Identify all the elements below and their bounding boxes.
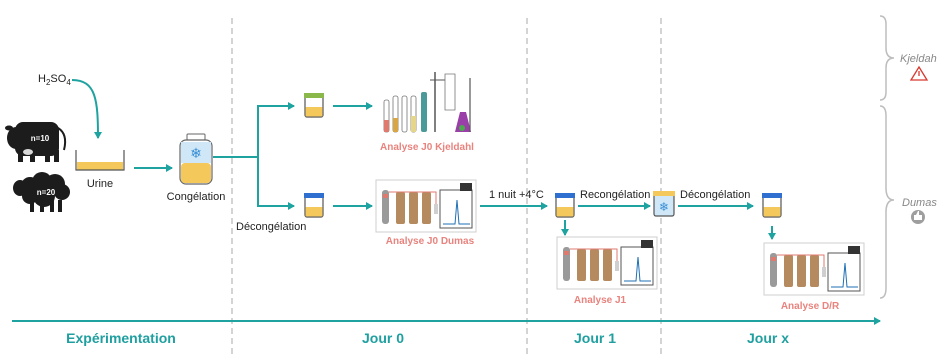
thawing-label: Décongélation: [236, 221, 306, 233]
sample-cup-icon: [304, 194, 324, 218]
freezing-label: Congélation: [167, 191, 226, 203]
section-dividers: [231, 18, 662, 355]
kjeldahl-apparatus-icon: [378, 70, 478, 136]
snowflake-icon: ❄: [659, 200, 669, 214]
sample-cup-icon: [555, 194, 575, 218]
dumas-apparatus-icon: [763, 242, 865, 296]
branch-arrow-top: [213, 102, 295, 158]
brace-kjeldahl: [879, 15, 895, 101]
reagent-arrow: [71, 79, 102, 139]
urine-label: Urine: [87, 178, 113, 190]
refreezing-label: Recongélation: [580, 189, 650, 201]
urine-tray-icon: [75, 150, 125, 171]
analysis-kjeldahl-label: Analyse J0 Kjeldahl: [380, 142, 474, 153]
analysis-j1-label: Analyse J1: [574, 295, 627, 306]
dumas-apparatus-icon: [556, 236, 658, 290]
dumas-apparatus-icon: [375, 179, 477, 233]
warning-icon: [909, 65, 929, 81]
freezer-bottle-icon: [179, 133, 213, 185]
cup-lid-dumas: [304, 193, 324, 198]
analysis-dumas-label: Analyse J0 Dumas: [386, 236, 475, 247]
cup-lid-kjeldahl: [304, 93, 324, 98]
cow-icon: [5, 122, 67, 162]
snowflake-icon: ❄: [190, 146, 202, 162]
sheep-icon: [13, 172, 70, 212]
method-dumas-label: Dumas: [902, 197, 937, 209]
cow-count: n=10: [31, 134, 50, 143]
sample-cup-icon: [762, 194, 782, 218]
frozen-cup-icon: [653, 191, 675, 217]
cup-lid-dr: [762, 193, 782, 198]
branch-arrow-bottom: [257, 157, 295, 210]
sample-cup-icon: [304, 94, 324, 118]
reagent-label: H2SO4: [38, 73, 71, 87]
timeline-day-1: Jour 1: [574, 330, 616, 346]
sheep-count: n=20: [37, 188, 56, 197]
thumbs-up-icon: [911, 210, 925, 224]
overnight-label: 1 nuit +4°C: [489, 189, 544, 201]
thawing2-label: Décongélation: [680, 189, 750, 201]
timeline-experimentation: Expérimentation: [66, 330, 176, 346]
method-kjeldahl-label: Kjeldah: [900, 53, 937, 65]
cup-lid-j1: [555, 193, 575, 198]
timeline-day-x: Jour x: [747, 330, 789, 346]
brace-dumas: [879, 105, 895, 299]
timeline-day-0: Jour 0: [362, 330, 404, 346]
analysis-dr-label: Analyse D/R: [781, 301, 840, 312]
